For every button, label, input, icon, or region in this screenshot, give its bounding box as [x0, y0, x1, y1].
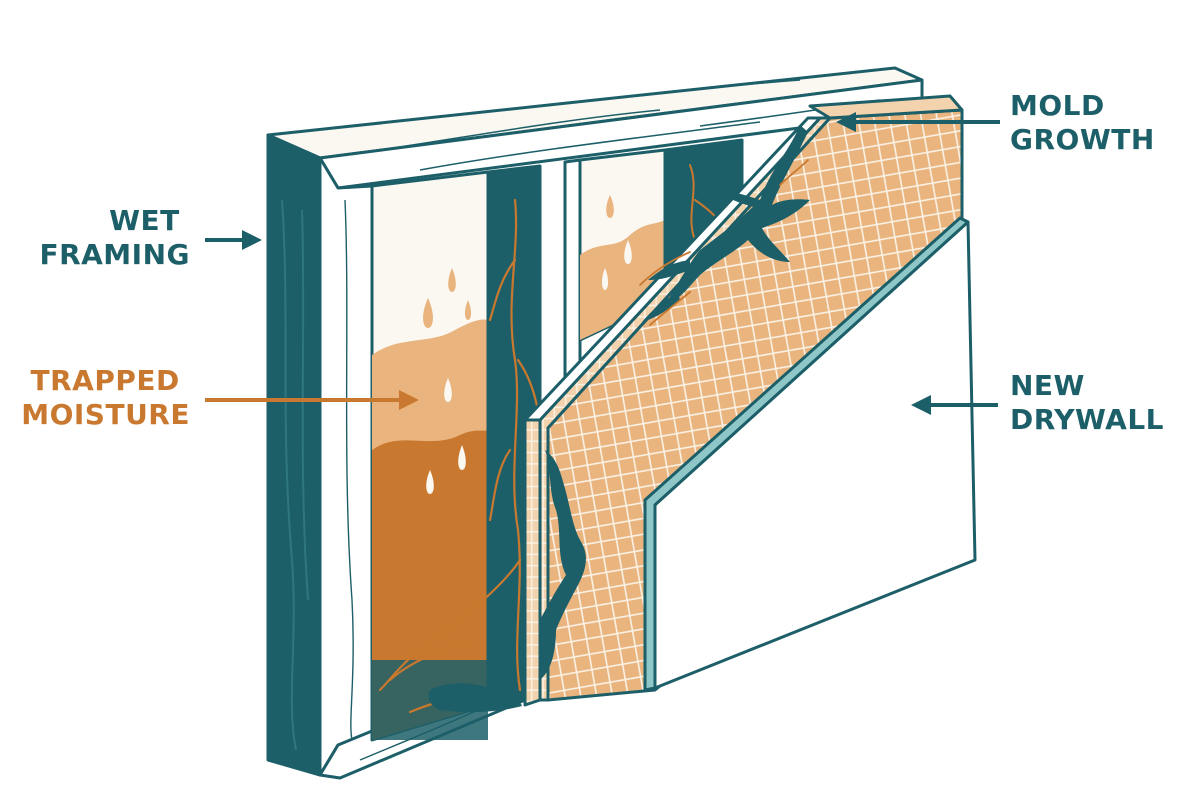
svg-text:WET FRAMING: WET FRAMING [39, 204, 190, 271]
new-drywall-label-line2: DRYWALL [1010, 403, 1164, 436]
new-drywall-label-line1: NEW [1010, 369, 1085, 402]
svg-text:NEW DRYWALL: NEW DRYWALL [1010, 369, 1164, 436]
callout-wet-framing: WET FRAMING [39, 204, 262, 271]
mold-veins [639, 159, 809, 326]
trapped-moisture-label-line1: TRAPPED [31, 364, 180, 397]
insulation-edge [523, 418, 542, 707]
new-drywall [643, 216, 977, 692]
mold-colony [428, 125, 810, 713]
mold-growth-label-line1: MOLD [1010, 89, 1105, 122]
callout-mold-growth: MOLD GROWTH [836, 89, 1155, 156]
callout-new-drywall: NEW DRYWALL [911, 369, 1164, 436]
left-post-side [266, 133, 322, 777]
callout-trapped-moisture: TRAPPED MOISTURE [21, 364, 419, 431]
wet-framing-label-line2: FRAMING [39, 238, 190, 271]
drywall-face [653, 220, 977, 690]
trapped-moisture-label-line2: MOISTURE [21, 398, 190, 431]
svg-text:MOLD GROWTH: MOLD GROWTH [1010, 89, 1155, 156]
svg-text:TRAPPED MOISTURE: TRAPPED MOISTURE [21, 364, 190, 431]
wall-frame [266, 66, 924, 780]
wet-framing-label-line1: WET [109, 204, 180, 237]
mold-growth-label-line2: GROWTH [1010, 123, 1155, 156]
